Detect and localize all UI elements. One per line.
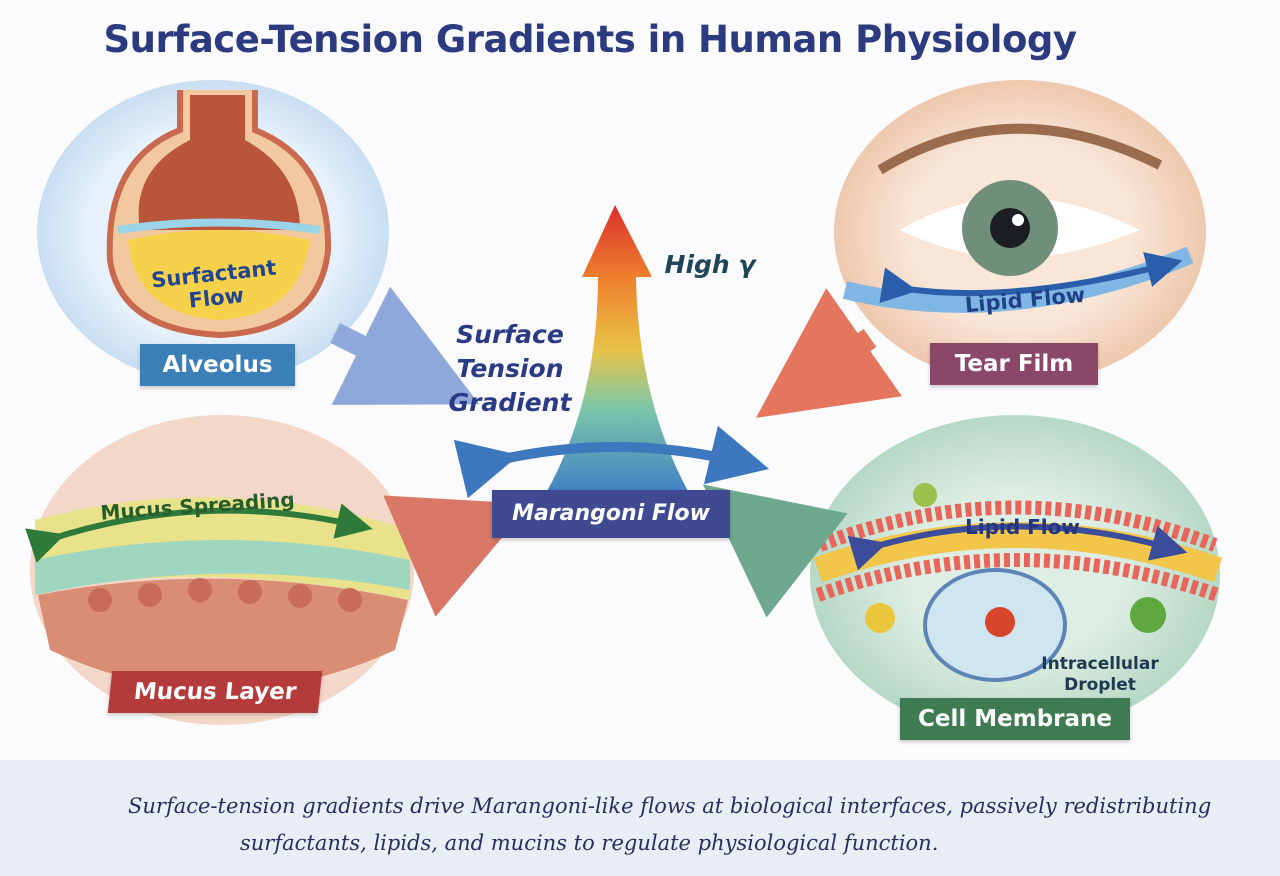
caption-band <box>0 760 1280 876</box>
page-title: Surface-Tension Gradients in Human Physi… <box>103 18 1078 61</box>
cell-membrane-label: Cell Membrane <box>900 698 1130 740</box>
caption: Surface-tension gradients drive Marangon… <box>128 788 1268 862</box>
marangoni-flow-label: Marangoni Flow <box>492 490 730 538</box>
surface-tension-gradient-arrow <box>545 205 690 495</box>
gradient-line: Tension <box>456 354 564 383</box>
gradient-line: Gradient <box>448 388 572 417</box>
panel-flow-arrows <box>25 252 1188 571</box>
mucus-layer-label: Mucus Layer <box>107 671 323 713</box>
inflow-arrows <box>330 286 902 618</box>
gradient-line: Surface <box>456 320 564 349</box>
marangoni-flow-arrow <box>453 425 770 499</box>
alveolus-label: Alveolus <box>140 344 295 386</box>
surface-tension-gradient-label: Surface Tension Gradient <box>440 318 580 420</box>
high-gamma-label: High γ <box>664 250 756 279</box>
intracellular-droplet-label: Intracellular Droplet <box>1030 654 1170 696</box>
caption-line: surfactants, lipids, and mucins to regul… <box>240 831 939 855</box>
alveolus-illustration <box>37 80 389 384</box>
tear-film-label: Tear Film <box>930 343 1098 385</box>
droplet-line: Intracellular <box>1041 654 1159 674</box>
caption-line: Surface-tension gradients drive Marangon… <box>128 794 1212 818</box>
tear-film-illustration <box>834 80 1206 384</box>
cell-flow-label: Lipid Flow <box>965 515 1080 539</box>
diagram-art <box>25 80 1223 735</box>
droplet-line: Droplet <box>1064 675 1136 695</box>
